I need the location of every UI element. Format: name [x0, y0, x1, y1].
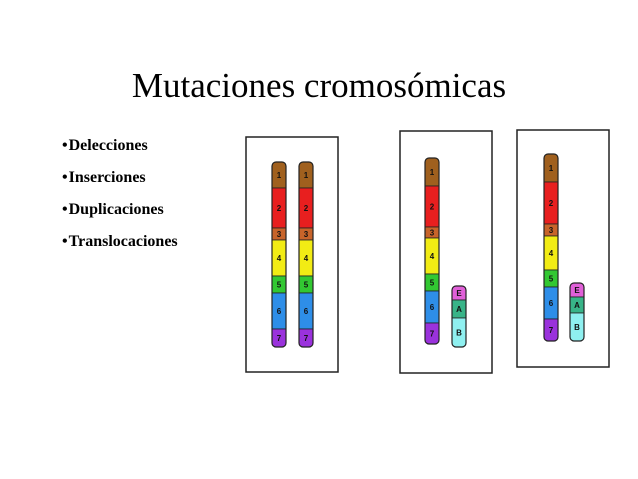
bullet-duplicaciones: •Duplicaciones	[62, 202, 178, 234]
chromosome-segment	[425, 322, 439, 344]
segment-label: 1	[304, 171, 309, 180]
chromosome-outline	[569, 282, 585, 342]
chromosome-panel-1	[245, 136, 339, 373]
segment-label: 3	[304, 230, 309, 239]
segment-label: 5	[277, 281, 282, 290]
segment-label: 6	[304, 307, 309, 316]
segment-label: 6	[430, 303, 435, 312]
segment-label: 1	[277, 171, 282, 180]
segment-label: E	[456, 289, 462, 298]
bullet-marker: •	[62, 137, 68, 154]
segment-label: 5	[430, 279, 435, 288]
bullet-marker: •	[62, 169, 68, 186]
chromosome-panel-2	[399, 130, 493, 374]
segment-label: B	[456, 329, 462, 338]
bullet-label: Duplicaciones	[68, 201, 164, 218]
bullet-inserciones: •Inserciones	[62, 170, 178, 202]
segment-label: 4	[277, 254, 282, 263]
segment-label: 4	[430, 252, 435, 261]
segment-label: 3	[430, 229, 435, 238]
segment-label: 7	[304, 334, 309, 343]
segment-label: 3	[277, 230, 282, 239]
bullet-marker: •	[62, 233, 68, 250]
bullet-label: Delecciones	[68, 137, 148, 154]
segment-label: 2	[549, 199, 554, 208]
chromosome-segment	[452, 317, 466, 347]
segment-label: 6	[277, 307, 282, 316]
bullet-marker: •	[62, 201, 68, 218]
chromosome-normal-a: 1 2 3 4 5 6 7	[271, 161, 287, 348]
segment-label: 2	[277, 204, 282, 213]
segment-label: 7	[277, 334, 282, 343]
segment-label: 3	[549, 226, 554, 235]
chromosome-small-1: EA B	[451, 285, 467, 348]
segment-label: B	[574, 323, 580, 332]
chromosome-panel-3	[516, 129, 610, 368]
segment-label: 7	[430, 330, 435, 339]
chromosome-outline	[543, 153, 559, 342]
segment-label: 6	[549, 299, 554, 308]
chromosome-outline	[271, 161, 287, 348]
segment-label: 7	[549, 326, 554, 335]
chromosome-outline	[424, 157, 440, 345]
segment-label: 1	[430, 168, 435, 177]
segment-label: 1	[549, 164, 554, 173]
segment-label: 2	[430, 203, 435, 212]
chromosome-segment	[544, 318, 558, 341]
chromosome-segment	[299, 328, 313, 347]
segment-label: E	[574, 286, 580, 295]
segment-label: A	[574, 301, 580, 310]
chromosome-mutant-1: 1 2 3 4 5 6 7	[424, 157, 440, 345]
segment-label: A	[456, 305, 462, 314]
chromosome-segment	[570, 312, 584, 341]
segment-label: 2	[304, 204, 309, 213]
mutation-type-list: •Delecciones •Inserciones •Duplicaciones…	[62, 138, 178, 266]
chromosome-segment	[272, 328, 286, 347]
bullet-translocaciones: •Translocaciones	[62, 234, 178, 266]
slide-title: Mutaciones cromosómicas	[131, 66, 507, 105]
chromosome-mutant-2: 1 2 3 4 5 6 7	[543, 153, 559, 342]
bullet-delecciones: •Delecciones	[62, 138, 178, 170]
segment-label: 4	[549, 249, 554, 258]
chromosome-outline	[451, 285, 467, 348]
bullet-label: Translocaciones	[68, 233, 178, 250]
chromosome-small-2: EA B	[569, 282, 585, 342]
chromosome-outline	[298, 161, 314, 348]
segment-label: 5	[549, 275, 554, 284]
chromosome-normal-b: 1 2 3 4 5 6 7	[298, 161, 314, 348]
segment-label: 5	[304, 281, 309, 290]
segment-label: 4	[304, 254, 309, 263]
bullet-label: Inserciones	[68, 169, 146, 186]
